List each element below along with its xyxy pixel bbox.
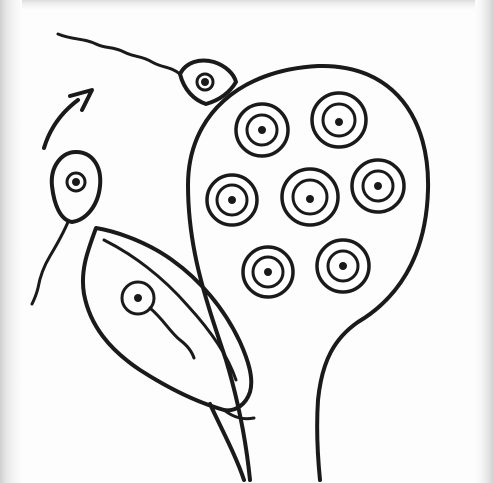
arrow-curve: [44, 100, 78, 148]
arrow-head: [70, 90, 92, 110]
spore-group: [207, 93, 404, 297]
free-zoospore-nucleus: [72, 178, 80, 186]
spore: [243, 247, 293, 297]
spore: [317, 240, 369, 292]
sporangium: [188, 66, 428, 480]
spore: [282, 169, 338, 225]
free-zoospore-flagellum: [32, 222, 68, 304]
antheridium: [83, 228, 254, 480]
spore: [207, 175, 257, 225]
antheridium-nucleus: [134, 294, 142, 302]
spore: [236, 104, 288, 156]
spore: [312, 93, 366, 147]
spore: [352, 160, 404, 212]
free-zoospore-body: [52, 152, 100, 222]
sporangium-outline: [188, 66, 428, 480]
free-zoospore: [32, 90, 100, 304]
zoospore-flagellum: [58, 34, 180, 74]
antheridium-outline: [83, 228, 251, 410]
antheridium-tube: [150, 308, 194, 358]
zoospore-nucleus: [201, 78, 209, 86]
